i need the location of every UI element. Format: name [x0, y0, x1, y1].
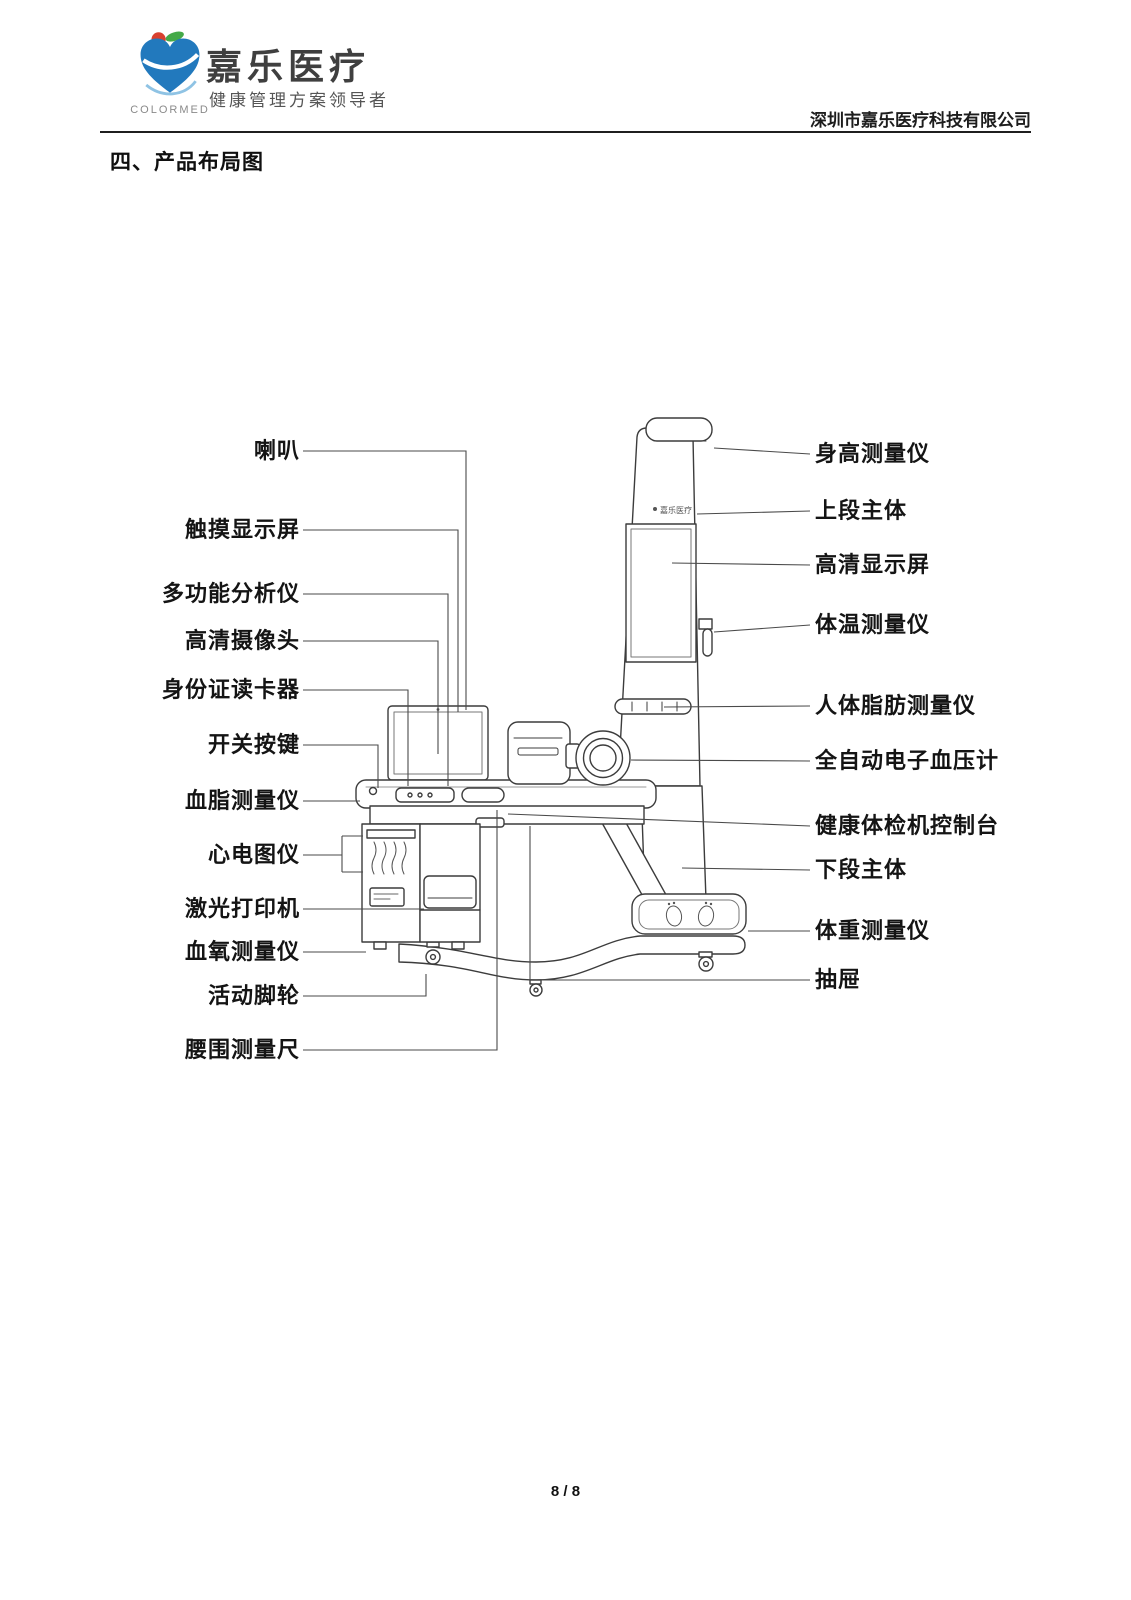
label-height-meter: 身高测量仪 [815, 441, 931, 466]
ecg-cable [371, 841, 377, 875]
card-reader-module [461, 787, 505, 803]
label-upper-body: 上段主体 [815, 498, 908, 523]
footprint-right [697, 905, 715, 927]
leader-multifunction-analyzer [303, 593, 449, 786]
label-thermometer: 体温测量仪 [815, 612, 931, 637]
drawer-front [369, 805, 645, 825]
leader-ecg [303, 835, 363, 873]
kiosk-display [625, 523, 697, 663]
machine-logo-heart-icon [653, 507, 657, 511]
header-rule [100, 131, 1031, 133]
label-hd-camera: 高清摄像头 [184, 628, 300, 653]
leader-lines [303, 447, 811, 1051]
printer [423, 875, 477, 909]
label-blood-oxygen-meter: 血氧测量仪 [184, 939, 300, 964]
label-touch-display: 触摸显示屏 [184, 517, 300, 542]
kiosk-base [398, 935, 746, 981]
ecg-cable [401, 841, 407, 875]
caster-mount [426, 941, 440, 948]
section-title: 四、产品布局图 [110, 150, 264, 174]
leader-bp-monitor [630, 759, 811, 762]
label-ecg: 心电图仪 [207, 842, 300, 867]
label-laser-printer: 激光打印机 [184, 896, 300, 921]
machine-logo-text: 嘉乐医疗 [660, 505, 692, 515]
device-slot [517, 747, 559, 756]
label-caster: 活动脚轮 [207, 983, 300, 1008]
label-waist-tape: 腰围测量尺 [184, 1037, 300, 1062]
left-cabinet [361, 823, 421, 943]
cabinet-header [366, 829, 416, 839]
leader-hd-camera [303, 640, 439, 754]
label-drawer: 抽屉 [815, 967, 862, 992]
desk-device [507, 721, 571, 785]
leader-touch-display [303, 529, 459, 712]
machine-drawing: 嘉乐医疗 [355, 417, 747, 997]
leader-power-button [303, 744, 379, 788]
logo-subtext: COLORMED [130, 104, 210, 116]
foot-scale-platform [631, 893, 747, 935]
power-button-dot [368, 786, 378, 796]
foot-scale-inner [638, 899, 740, 930]
caster-hub [429, 953, 437, 961]
logo-underline-arc [145, 80, 197, 96]
leader-id-card-reader [303, 689, 409, 786]
company-name: 深圳市嘉乐医疗科技有限公司 [810, 111, 1031, 130]
module-button [427, 792, 433, 798]
caster-hub [702, 960, 710, 968]
module-button [407, 792, 413, 798]
analyzer-module [395, 787, 455, 803]
logo-swoosh [142, 53, 200, 70]
caster-mount [698, 951, 713, 958]
label-weight-meter: 体重测量仪 [815, 918, 931, 943]
kiosk-display-inner [630, 528, 692, 658]
label-console: 健康体检机控制台 [815, 813, 1000, 838]
leader-console [507, 813, 811, 827]
footprint-toe [709, 902, 713, 906]
leader-lower-body [681, 867, 811, 871]
brand-name: 嘉乐医疗 [206, 46, 371, 87]
leader-height-meter [713, 447, 811, 455]
label-multifunction-analyzer: 多功能分析仪 [161, 581, 300, 606]
label-id-card-reader: 身份证读卡器 [161, 677, 300, 702]
module-button [417, 792, 423, 798]
thermometer-probe [702, 628, 713, 657]
ecg-cable [391, 841, 397, 875]
label-hd-display: 高清显示屏 [815, 552, 931, 577]
leader-thermometer [713, 624, 811, 633]
page-number: 8 / 8 [550, 1483, 581, 1500]
label-bp-monitor: 全自动电子血压计 [815, 748, 1000, 773]
cabinet-foot [373, 941, 387, 950]
height-sensor-head [645, 417, 713, 442]
label-body-fat-meter: 人体脂肪测量仪 [815, 693, 977, 718]
footprint-toe [672, 901, 676, 905]
logo-heart-icon [140, 31, 200, 96]
label-power-button: 开关按键 [207, 732, 300, 757]
leader-hd-display [671, 562, 811, 566]
leader-speaker [303, 450, 467, 710]
label-blood-lipid-meter: 血脂测量仪 [184, 788, 300, 813]
footprint-toe [704, 901, 708, 905]
cabinet-nameplate [369, 887, 405, 907]
leader-upper-body [696, 510, 811, 515]
bp-cuff-inner [589, 744, 617, 772]
cabinet-foot [451, 941, 465, 950]
label-lower-body: 下段主体 [815, 857, 908, 882]
leader-waist-tape [303, 810, 498, 1051]
footprint-left [665, 905, 683, 927]
leader-caster [303, 974, 427, 997]
thermometer-bracket [698, 618, 713, 630]
footprint-toe [667, 902, 671, 906]
caster-hub [533, 987, 539, 993]
leader-body-fat-meter [663, 705, 811, 708]
brand-tagline: 健康管理方案领导者 [209, 91, 389, 110]
ecg-cable [381, 841, 387, 875]
leader-drawer [529, 826, 810, 981]
label-speaker: 喇叭 [253, 438, 300, 463]
